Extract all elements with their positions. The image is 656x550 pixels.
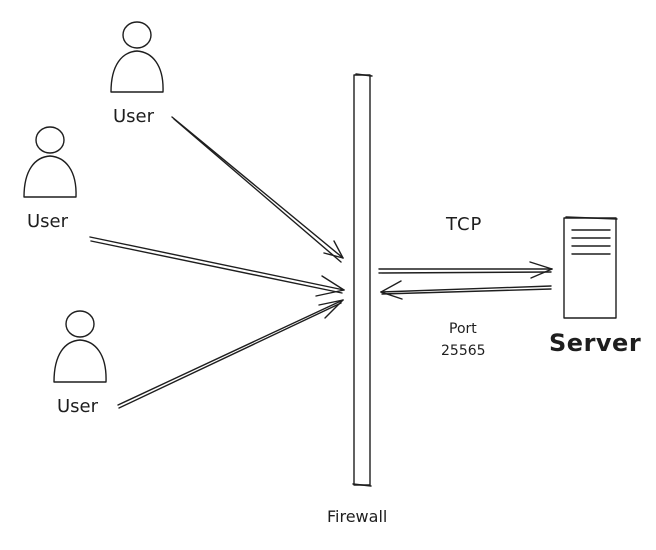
firewall-wall	[353, 74, 371, 486]
arrow-server-to-firewall	[380, 280, 552, 300]
user-1: User	[110, 21, 164, 127]
user-icon	[53, 310, 107, 383]
arrow-user-1-to-firewall	[171, 116, 344, 263]
port-label: Port	[449, 321, 477, 337]
user-icon	[23, 126, 77, 198]
server-label: Server	[549, 329, 641, 357]
user-2: User	[23, 126, 77, 232]
user-icon	[110, 21, 164, 93]
arrow-user-3-to-firewall	[117, 299, 344, 409]
user-label: User	[57, 396, 99, 417]
server-icon	[563, 216, 618, 319]
arrow-firewall-to-server	[378, 261, 553, 279]
user-label: User	[113, 106, 155, 127]
user-label: User	[27, 211, 69, 232]
firewall: Firewall	[327, 73, 387, 526]
user-3: User	[53, 310, 107, 417]
server: Server	[549, 216, 641, 357]
port-number: 25565	[441, 343, 486, 359]
arrow-user-2-to-firewall	[89, 236, 345, 297]
tcp-label: TCP	[445, 214, 482, 235]
firewall-label: Firewall	[327, 507, 387, 526]
